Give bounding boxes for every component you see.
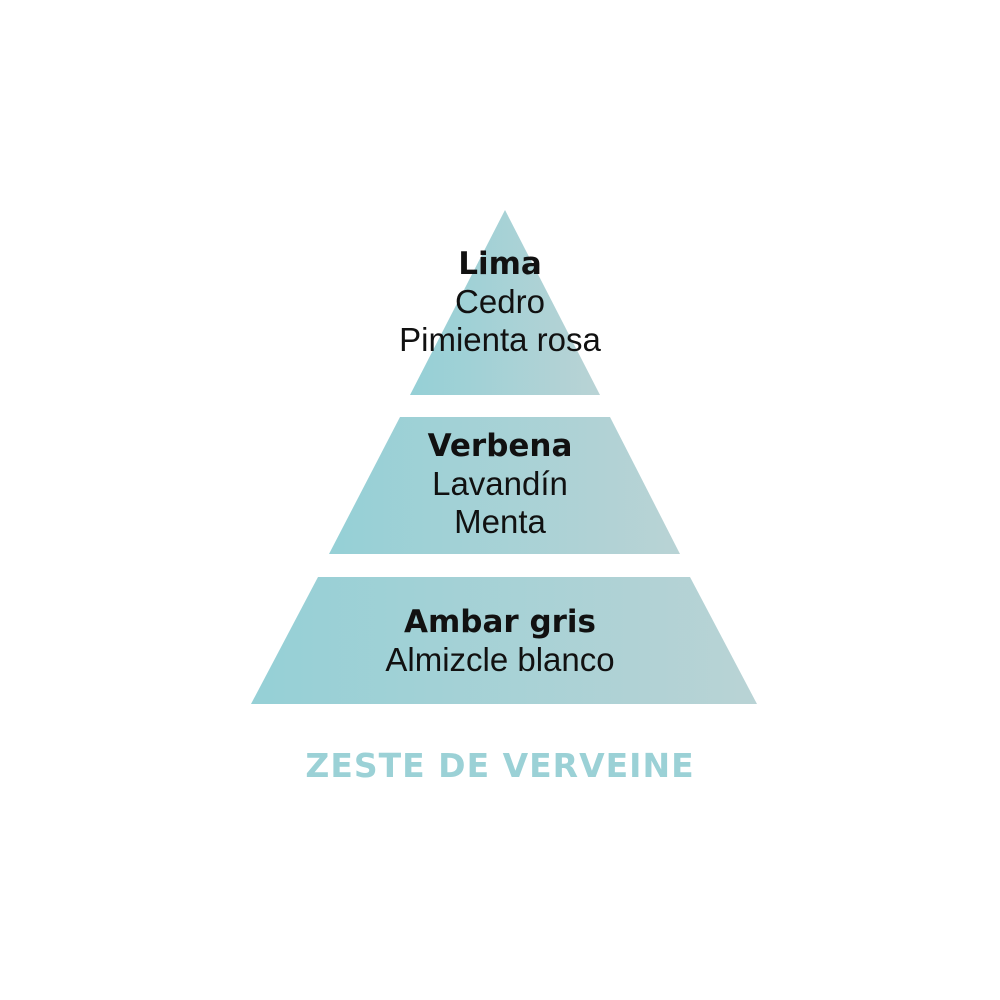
- pyramid-tier-top: [410, 210, 600, 395]
- tier-base-note: Almizcle blanco: [385, 641, 615, 678]
- tier-base-primary-note: Ambar gris: [403, 604, 597, 640]
- tier-top-note: Pimienta rosa: [399, 321, 601, 358]
- tier-middle-primary-note: Verbena: [427, 428, 573, 464]
- tier-top-primary-note: Lima: [458, 246, 542, 282]
- fragrance-name: ZESTE DE VERVEINE: [305, 746, 695, 785]
- pyramid-tier-base: [251, 577, 757, 704]
- tier-top-note: Cedro: [455, 283, 545, 320]
- tier-middle-note: Lavandín: [432, 465, 568, 502]
- tier-middle-notes: Verbena Lavandín Menta: [250, 427, 750, 541]
- tier-middle-note: Menta: [454, 503, 546, 540]
- tier-top-notes: Lima Cedro Pimienta rosa: [250, 245, 750, 359]
- pyramid-tier-middle: [329, 417, 680, 554]
- tier-base-notes: Ambar gris Almizcle blanco: [250, 603, 750, 679]
